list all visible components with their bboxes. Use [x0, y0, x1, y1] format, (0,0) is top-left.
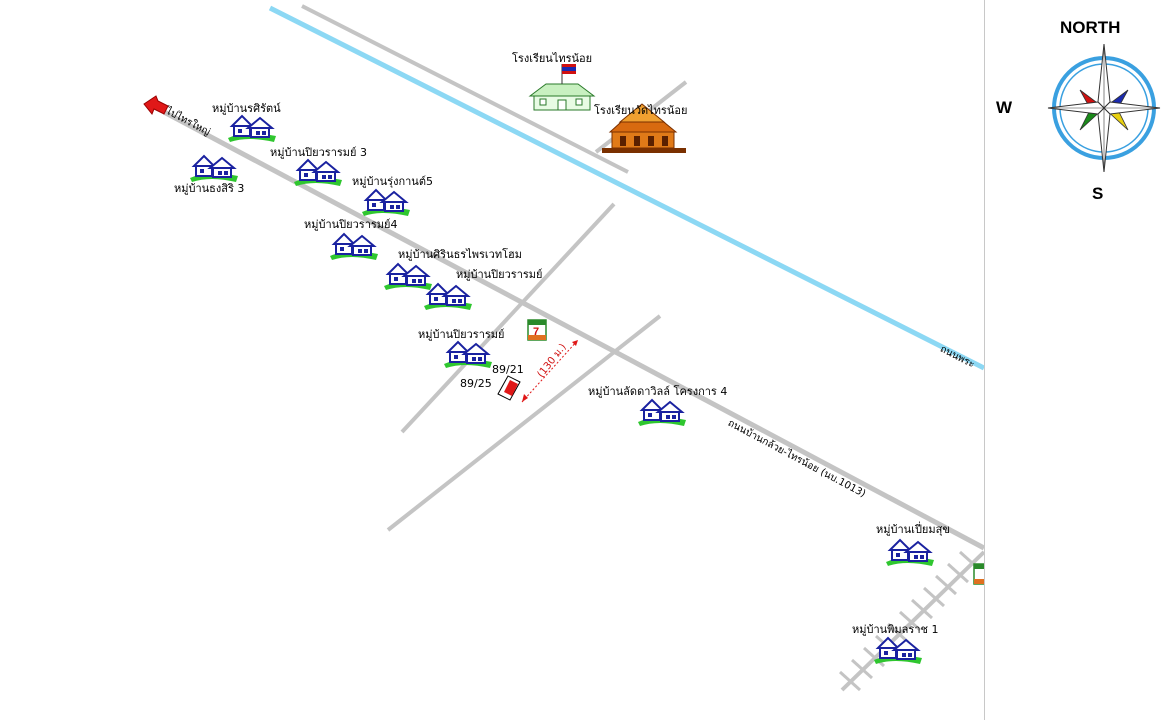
- village-house-icon: [189, 155, 239, 182]
- school-label[interactable]: โรงเรียนไทรน้อย: [512, 52, 593, 65]
- canal-road: [268, 5, 984, 371]
- village-label[interactable]: หมู่บ้านปิยวรารมย์: [418, 328, 505, 341]
- compass-south-label: S: [1092, 184, 1104, 203]
- plot-label[interactable]: 89/25: [460, 377, 492, 390]
- plot-label[interactable]: 89/21: [492, 363, 524, 376]
- school-building-icon: [528, 64, 596, 111]
- plot-marker: [497, 375, 521, 401]
- svg-text:7: 7: [533, 326, 539, 338]
- compass-west-label: W: [996, 98, 1013, 117]
- store-icon: 7: [527, 319, 547, 341]
- village-house-icon: [443, 341, 493, 368]
- school-road: [301, 4, 629, 174]
- panel-divider: [984, 0, 985, 720]
- village-house-icon: [227, 115, 277, 142]
- village-label[interactable]: หมู่บ้านศิรินธรไพรเวทโฮม: [398, 248, 522, 261]
- temple-school-icon: [602, 103, 686, 153]
- village-house-icon: [885, 539, 935, 566]
- village-label[interactable]: หมู่บ้านปิยวรารมย์4: [304, 218, 398, 231]
- village-label[interactable]: หมู่บ้านปิยวรารมย์ 3: [270, 146, 367, 159]
- compass-north-label: NORTH: [1060, 18, 1121, 37]
- map-area[interactable]: 7: [0, 0, 984, 720]
- compass-rose-icon: [1047, 43, 1161, 173]
- village-house-icon: [423, 283, 473, 310]
- village-house-icon: [361, 189, 411, 216]
- village-label[interactable]: หมู่บ้านเปี่ยมสุข: [876, 523, 950, 536]
- village-label[interactable]: หมู่บ้านพิมลราช 1: [852, 623, 939, 636]
- cross-road-1: [400, 202, 616, 434]
- railway-ties: [838, 550, 982, 692]
- cross-road-2: [386, 314, 662, 532]
- village-house-icon: [293, 159, 343, 186]
- temple-school-label[interactable]: โรงเรียนวัดไทรน้อย: [594, 104, 688, 117]
- village-label[interactable]: หมู่บ้านรศิรัตน์: [212, 102, 281, 115]
- village-label[interactable]: หมู่บ้านรุ่งกานต์5: [352, 175, 433, 188]
- village-house-icon: [637, 399, 687, 426]
- main-road: [162, 109, 984, 551]
- distance-line: [521, 339, 579, 403]
- village-label[interactable]: หมู่บ้านธงสิริ 3: [174, 182, 245, 195]
- compass: NORTH W S: [992, 0, 1170, 210]
- direction-arrow: [143, 95, 169, 115]
- store-icon-2: [973, 563, 984, 585]
- village-label[interactable]: หมู่บ้านลัดดาวิลล์ โครงการ 4: [588, 385, 728, 398]
- village-house-icon: [329, 233, 379, 260]
- village-house-icon: [873, 637, 923, 664]
- village-label[interactable]: หมู่บ้านปิยวรารมย์: [456, 268, 543, 281]
